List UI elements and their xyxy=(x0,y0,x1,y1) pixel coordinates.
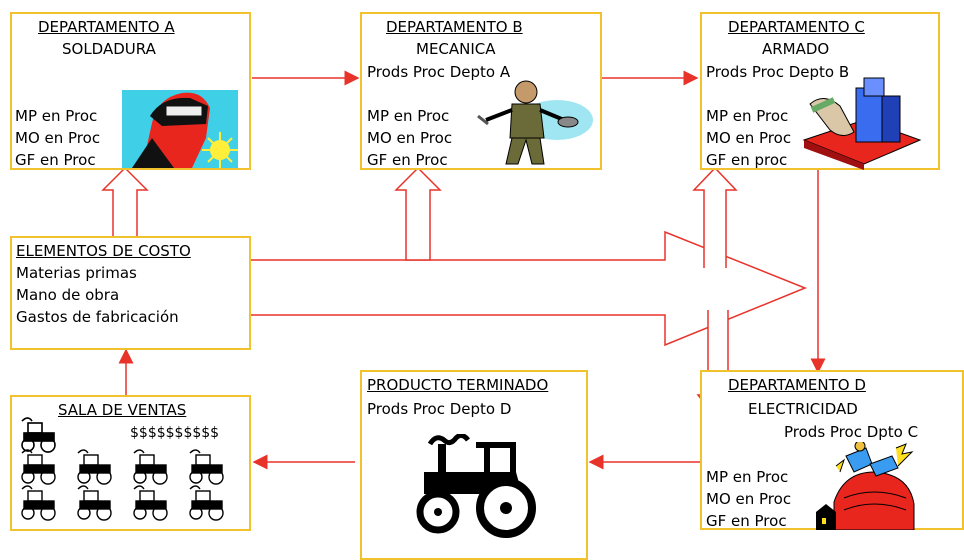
hollow-arrow-to-a xyxy=(101,166,149,239)
mechanic-icon xyxy=(477,80,593,165)
welder-icon xyxy=(122,90,238,168)
elementos-line-gf: Gastos de fabricación xyxy=(16,308,179,326)
producto-input: Prods Proc Depto D xyxy=(367,400,512,418)
elementos-line-mo: Mano de obra xyxy=(16,286,120,304)
producto-terminado-box: PRODUCTO TERMINADO Prods Proc Depto D xyxy=(360,370,588,560)
dept-a-line-mo: MO en Proc xyxy=(15,129,101,147)
dept-a-box: DEPARTAMENTO A SOLDADURA MP en Proc MO e… xyxy=(10,12,251,170)
dept-c-title: DEPARTAMENTO C xyxy=(728,18,865,36)
electrician-icon xyxy=(816,442,915,530)
dept-a-title: DEPARTAMENTO A xyxy=(38,18,175,36)
sala-ventas-box: SALA DE VENTAS $$$$$$$$$$ xyxy=(10,395,251,531)
elementos-costo-box: ELEMENTOS DE COSTO Materias primas Mano … xyxy=(10,236,251,350)
dept-b-input: Prods Proc Depto A xyxy=(367,63,511,81)
ventas-money: $$$$$$$$$$ xyxy=(130,425,220,441)
dept-b-line-gf: GF en Proc xyxy=(367,151,448,169)
dept-d-input: Prods Proc Dpto C xyxy=(784,423,919,441)
hollow-arrow-to-b xyxy=(394,166,442,261)
dept-b-line-mo: MO en Proc xyxy=(367,129,453,147)
dept-b-title: DEPARTAMENTO B xyxy=(386,18,523,36)
assembly-buildings-icon xyxy=(802,77,922,170)
tractor-fleet-icon xyxy=(21,417,224,521)
dept-c-line-gf: GF en proc xyxy=(706,151,788,169)
dept-d-subtitle: ELECTRICIDAD xyxy=(748,400,858,418)
dept-a-line-mp: MP en Proc xyxy=(15,107,98,125)
dept-d-line-gf: GF en Proc xyxy=(706,512,787,530)
elementos-title: ELEMENTOS DE COSTO xyxy=(16,242,191,260)
big-cost-flow-arrow xyxy=(250,230,808,347)
dept-c-input: Prods Proc Depto B xyxy=(706,63,850,81)
dept-d-line-mp: MP en Proc xyxy=(706,468,789,486)
dept-a-subtitle: SOLDADURA xyxy=(62,40,156,58)
dept-b-box: DEPARTAMENTO B MECANICA Prods Proc Depto… xyxy=(360,12,602,170)
dept-d-box: DEPARTAMENTO D ELECTRICIDAD Prods Proc D… xyxy=(700,370,964,530)
dept-d-line-mo: MO en Proc xyxy=(706,490,792,508)
ventas-title: SALA DE VENTAS xyxy=(58,401,187,419)
dept-b-line-mp: MP en Proc xyxy=(367,107,450,125)
dept-c-subtitle: ARMADO xyxy=(762,40,830,58)
dept-c-line-mp: MP en Proc xyxy=(706,107,789,125)
dept-a-line-gf: GF en Proc xyxy=(15,151,96,169)
producto-title: PRODUCTO TERMINADO xyxy=(367,376,549,394)
dept-d-title: DEPARTAMENTO D xyxy=(728,376,866,394)
dept-c-box: DEPARTAMENTO C ARMADO Prods Proc Depto B… xyxy=(700,12,940,170)
dept-c-line-mo: MO en Proc xyxy=(706,129,792,147)
dept-b-subtitle: MECANICA xyxy=(416,40,496,58)
elementos-line-mp: Materias primas xyxy=(16,264,137,282)
tractor-icon xyxy=(416,434,536,538)
